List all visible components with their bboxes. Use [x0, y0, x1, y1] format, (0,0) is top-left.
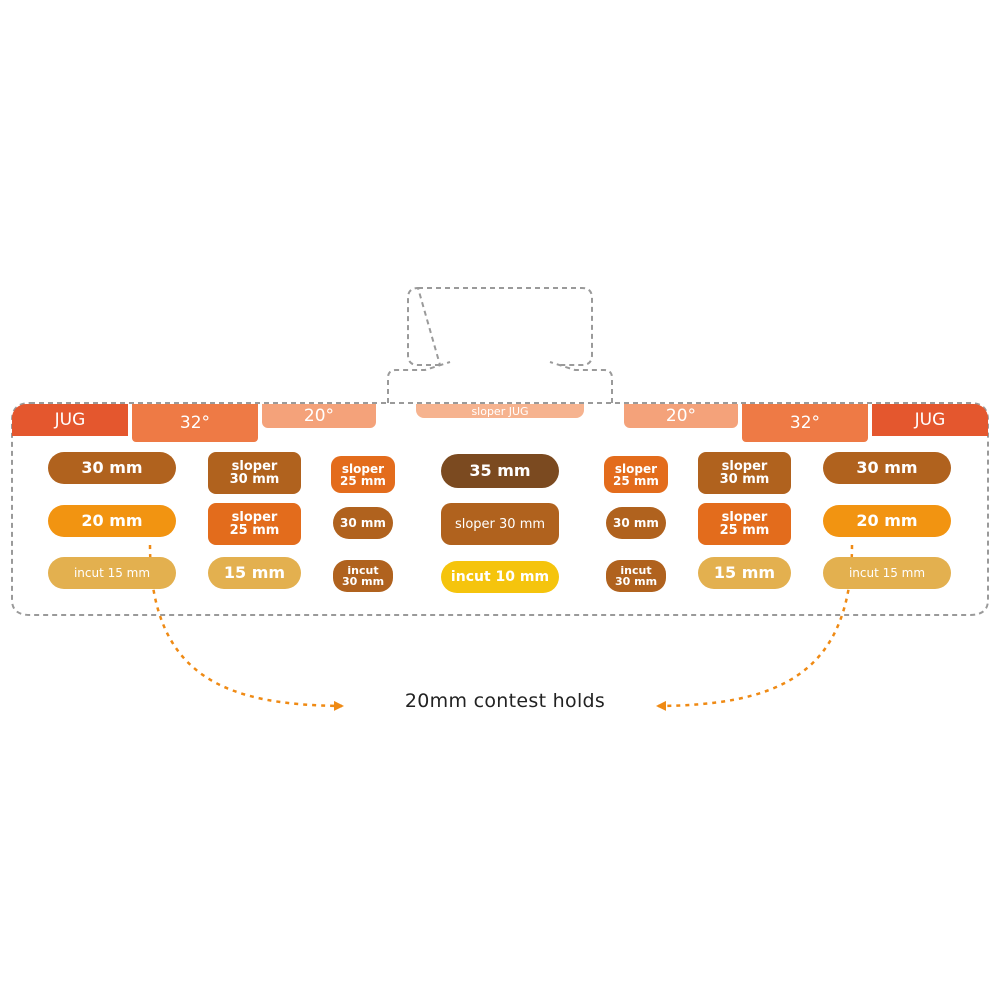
hold-center-35mm: 35 mm [441, 454, 559, 488]
hold-right-jug-20mm: 20 mm [823, 505, 951, 537]
hold-left-incut-30mm: incut 30 mm [333, 560, 393, 592]
tab-right-20: 20° [624, 404, 738, 428]
hold-right-incut-30mm: incut 30 mm [606, 560, 666, 592]
hold-right-15mm: 15 mm [698, 557, 791, 589]
hold-center-sloper-30mm: sloper 30 mm [441, 503, 559, 545]
hold-left-sloper-25mm-small: sloper 25 mm [331, 456, 395, 493]
hold-right-sloper-30mm: sloper 30 mm [698, 452, 791, 494]
hold-center-incut-10mm: incut 10 mm [441, 561, 559, 593]
hold-left-sloper-30mm: sloper 30 mm [208, 452, 301, 494]
mount-plate-outline [407, 286, 593, 366]
tab-right-jug: JUG [872, 404, 988, 436]
hold-right-sloper-25mm-small: sloper 25 mm [604, 456, 668, 493]
tab-left-32: 32° [132, 404, 258, 442]
hold-left-30mm-small: 30 mm [333, 507, 393, 539]
tab-left-20: 20° [262, 404, 376, 428]
hold-right-30mm-small: 30 mm [606, 507, 666, 539]
tab-center-sloper-jug: sloper JUG [416, 404, 584, 418]
right-arrow [656, 544, 854, 711]
tab-left-jug: JUG [12, 404, 128, 436]
hold-left-incut-15mm: incut 15 mm [48, 557, 176, 589]
hold-right-jug-30mm: 30 mm [823, 452, 951, 484]
hold-right-sloper-25mm-large: sloper 25 mm [698, 503, 791, 545]
hold-left-jug-20mm: 20 mm [48, 505, 176, 537]
tab-right-32: 32° [742, 404, 868, 442]
hold-left-jug-30mm: 30 mm [48, 452, 176, 484]
hold-left-sloper-25mm-large: sloper 25 mm [208, 503, 301, 545]
hold-left-15mm: 15 mm [208, 557, 301, 589]
mount-bracket-outline [387, 361, 613, 403]
left-arrow [148, 544, 344, 711]
contest-holds-caption: 20mm contest holds [404, 690, 606, 712]
hold-right-incut-15mm: incut 15 mm [823, 557, 951, 589]
